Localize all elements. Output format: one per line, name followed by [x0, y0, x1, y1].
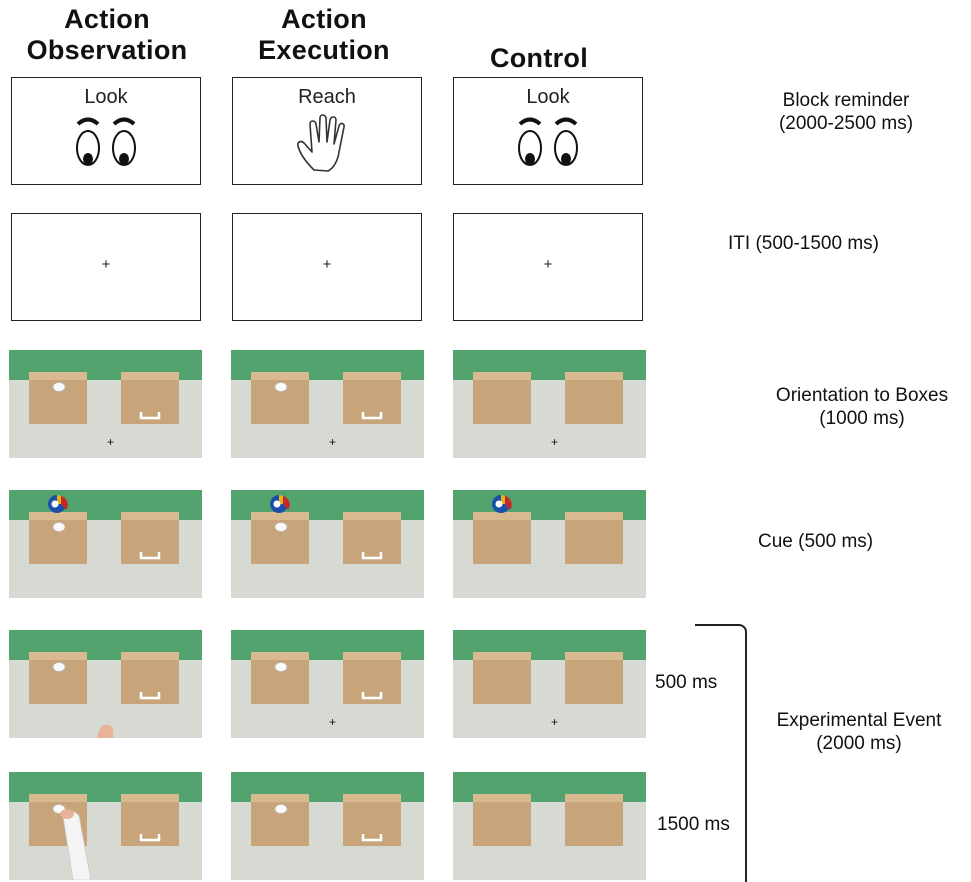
reminder-frame-observation: Look	[11, 77, 201, 185]
column-header-line1: Action	[281, 4, 367, 34]
orientation-scene-observation	[9, 350, 202, 458]
fixation-cross: +	[543, 256, 553, 273]
column-header-line2: Observation	[26, 35, 188, 65]
cue-scene-execution	[231, 490, 424, 598]
column-header-action-execution: Action Execution	[224, 4, 424, 66]
fixation-cross: +	[322, 256, 332, 273]
event-500-scene-observation	[9, 630, 202, 738]
event-500-scene-control	[453, 630, 646, 738]
step-label-line1: Orientation to Boxes	[775, 385, 949, 406]
fixation-cross: +	[101, 256, 111, 273]
step-label-line1: Experimental Event	[776, 710, 942, 731]
column-header-line1: Control	[489, 43, 589, 73]
step-label-line1: Cue (500 ms)	[758, 531, 874, 552]
eyes-icon	[454, 112, 642, 177]
step-label-line1: Block reminder	[782, 90, 910, 111]
column-header-line2: Execution	[258, 35, 390, 65]
reminder-frame-execution: Reach	[232, 77, 422, 185]
step-label-line2: (2000 ms)	[816, 733, 902, 754]
column-header-action-observation: Action Observation	[7, 4, 207, 66]
reminder-word: Look	[526, 86, 570, 108]
step-label-line1: ITI (500-1500 ms)	[728, 233, 879, 254]
eyes-icon	[12, 112, 200, 177]
column-header-line1: Action	[64, 4, 150, 34]
step-label-block-reminder: Block reminder (2000-2500 ms)	[746, 89, 946, 135]
cue-scene-control	[453, 490, 646, 598]
duration-label-500ms: 500 ms	[655, 672, 718, 693]
column-header-control: Control	[439, 43, 639, 74]
step-label-orientation: Orientation to Boxes (1000 ms)	[756, 384, 968, 430]
event-500-scene-execution	[231, 630, 424, 738]
orientation-scene-control	[453, 350, 646, 458]
reminder-word: Look	[84, 86, 128, 108]
step-label-line2: (2000-2500 ms)	[778, 113, 914, 134]
event-1500-scene-observation	[9, 772, 202, 880]
event-1500-scene-execution	[231, 772, 424, 880]
step-label-iti: ITI (500-1500 ms)	[728, 232, 948, 255]
cue-scene-observation	[9, 490, 202, 598]
reminder-word: Reach	[298, 86, 356, 108]
iti-frame-execution: +	[232, 213, 422, 321]
iti-frame-observation: +	[11, 213, 201, 321]
duration-label-1500ms: 1500 ms	[657, 814, 730, 835]
orientation-scene-execution	[231, 350, 424, 458]
hand-icon	[233, 112, 421, 179]
iti-frame-control: +	[453, 213, 643, 321]
step-label-experimental-event: Experimental Event (2000 ms)	[754, 709, 964, 755]
step-label-line2: (1000 ms)	[819, 408, 905, 429]
step-label-cue: Cue (500 ms)	[758, 530, 938, 553]
event-1500-scene-control	[453, 772, 646, 880]
reminder-frame-control: Look	[453, 77, 643, 185]
experimental-event-bracket	[695, 624, 747, 882]
